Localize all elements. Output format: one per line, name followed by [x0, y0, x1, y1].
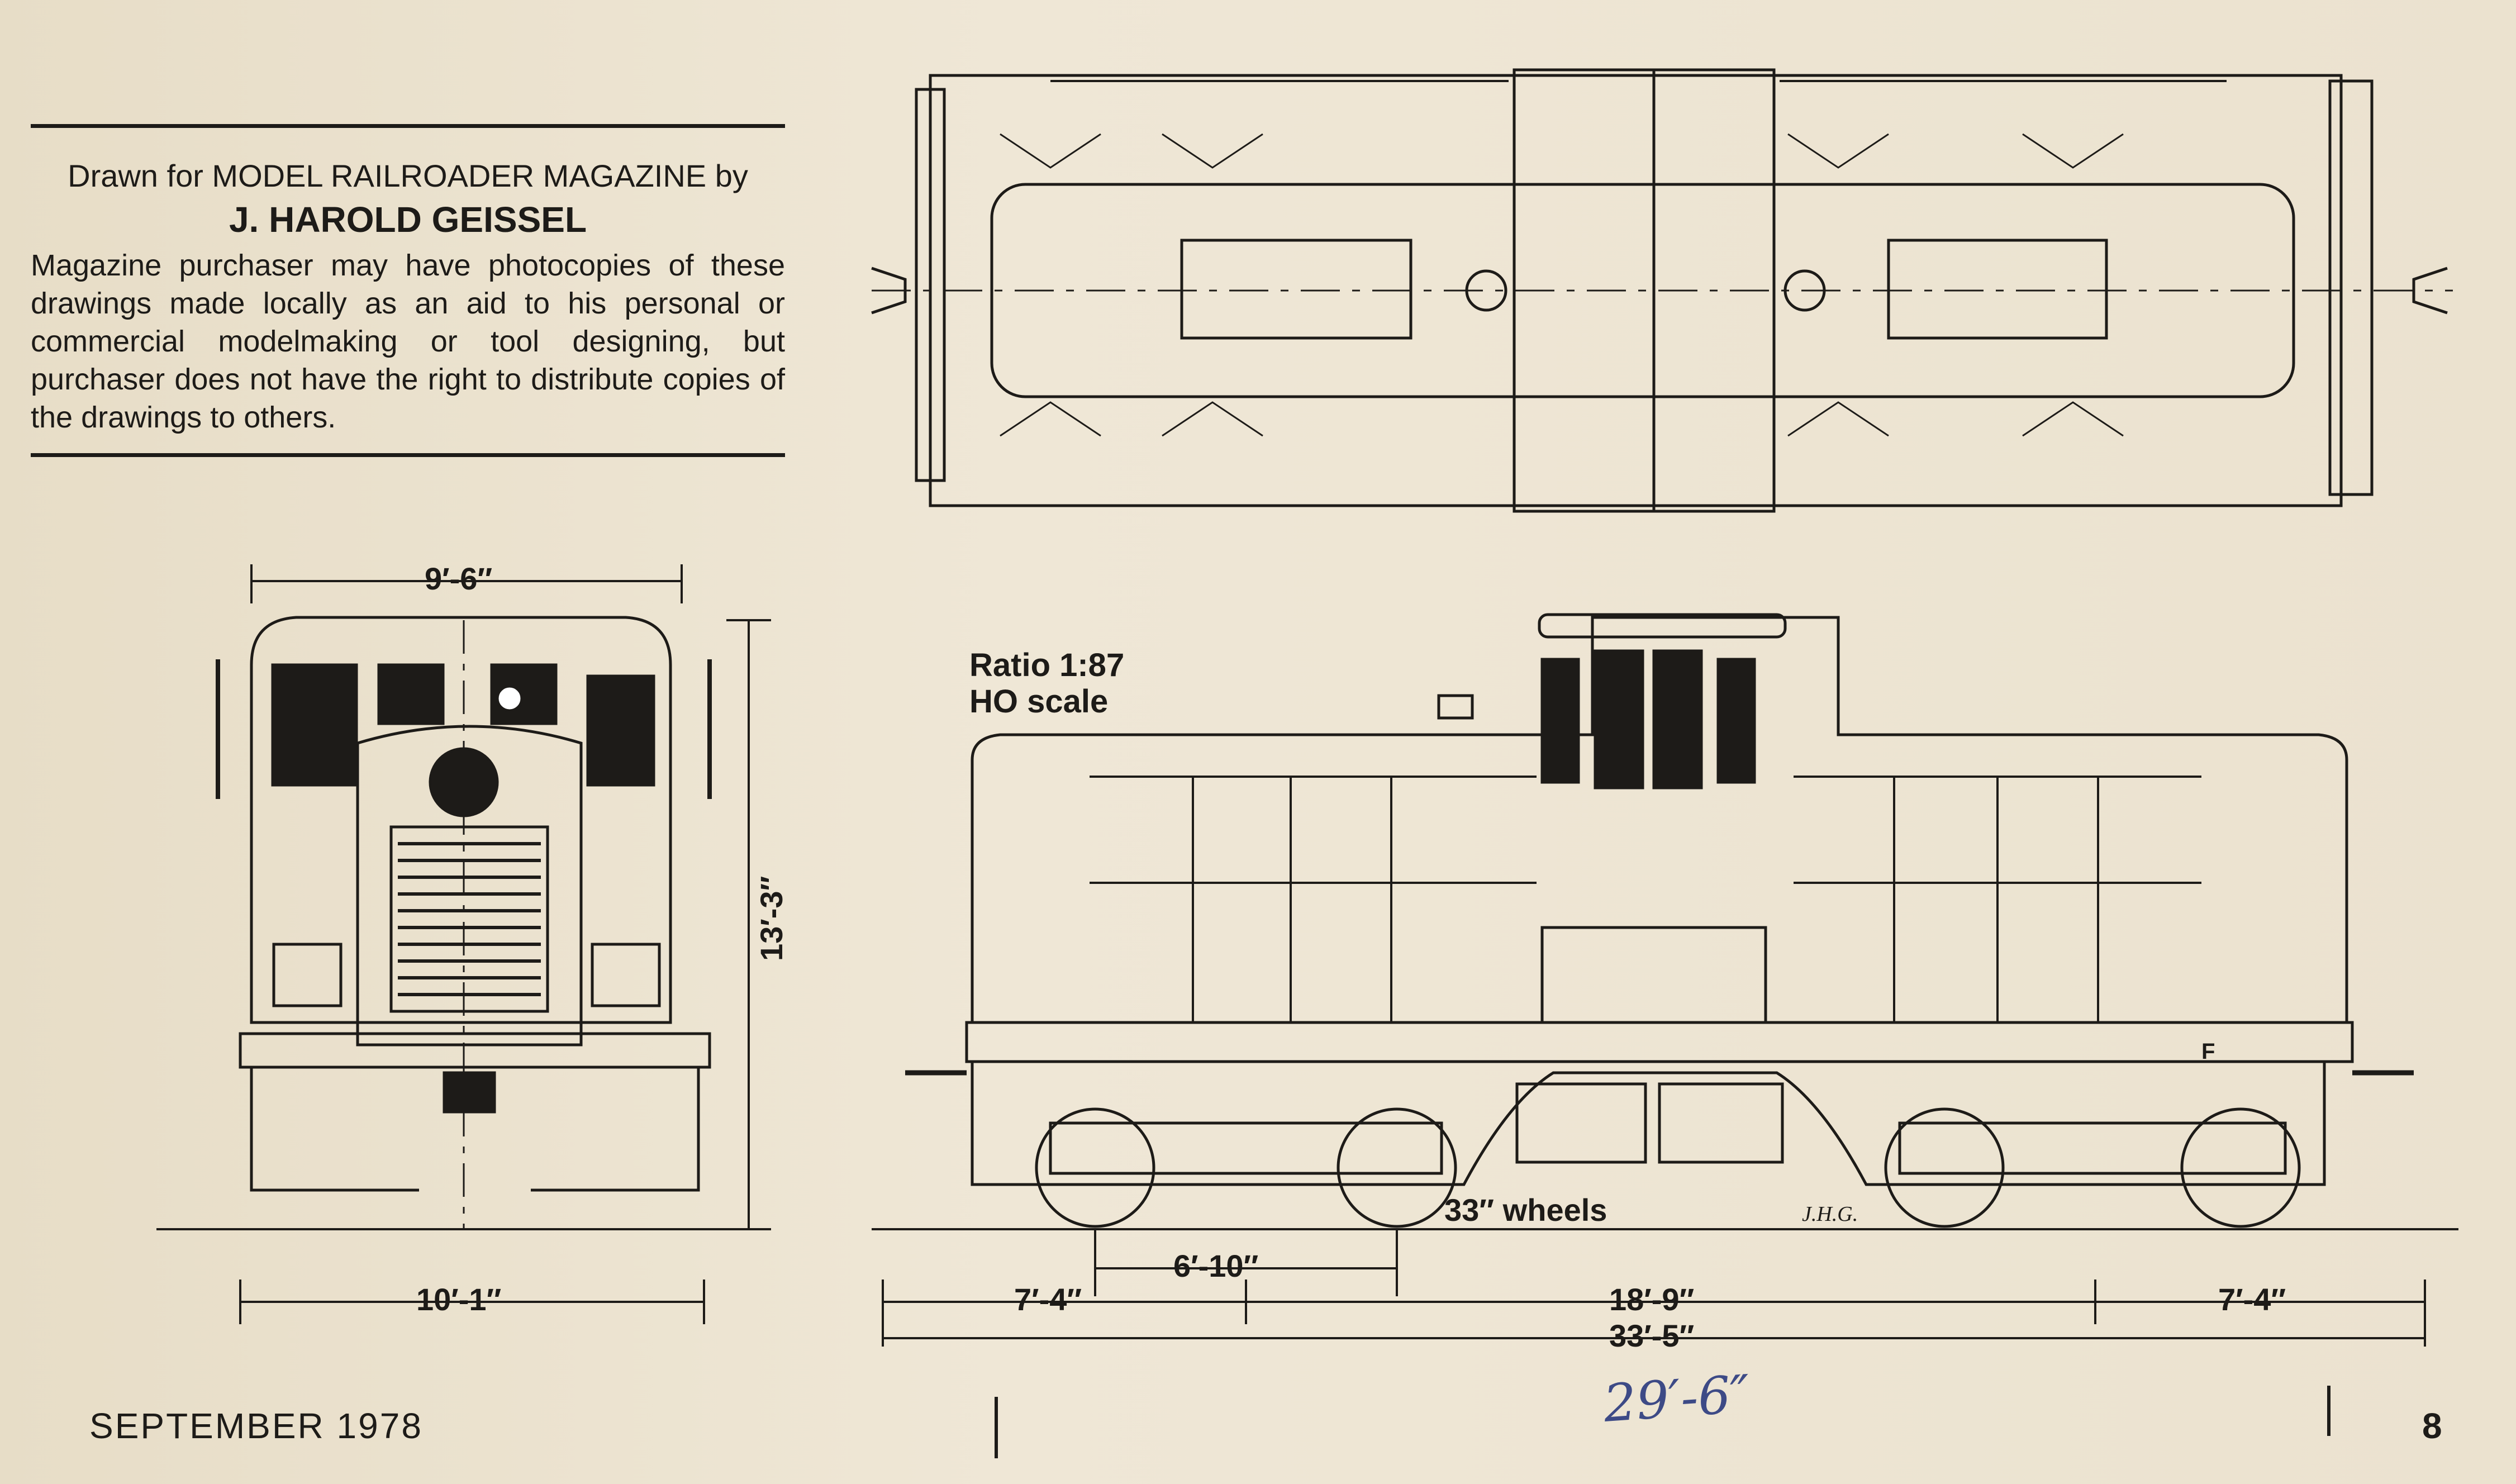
artist-initials: J.H.G.	[1802, 1202, 1858, 1226]
right-truck	[1884, 1107, 2301, 1228]
front-step-right	[591, 943, 661, 1007]
dim-front-width-top: 9′-6″	[425, 561, 492, 596]
front-window-right	[586, 674, 655, 787]
front-radiator-grille	[389, 825, 549, 1013]
pencil-annotation: 29′-6″	[1601, 1363, 1752, 1434]
issue-date: SEPTEMBER 1978	[89, 1406, 423, 1446]
plan-couplers	[871, 267, 2448, 315]
dim-9-6-line	[250, 564, 683, 603]
front-window-mid-right	[490, 663, 558, 725]
front-pilot-beam	[239, 1032, 711, 1192]
dim-end-left: 7′-4″	[1014, 1282, 1082, 1317]
battery-box-1	[1515, 1082, 1647, 1164]
dim-overall-length: 33′-5″	[1609, 1318, 1694, 1353]
plan-right-hatch	[1887, 239, 2108, 340]
drawing-credit-box: Drawn for MODEL RAILROADER MAGAZINE by J…	[31, 124, 785, 457]
dim-front-width-bottom: 10′-1″	[416, 1282, 501, 1317]
dim-height: 13′-3″	[754, 876, 789, 961]
drawn-for-line: Drawn for MODEL RAILROADER MAGAZINE by	[68, 158, 748, 193]
hood-door-divisions	[1192, 777, 2099, 1022]
plan-left-hatch	[1180, 239, 1412, 340]
page-number: 8	[2422, 1406, 2442, 1446]
battery-box-2	[1658, 1082, 1784, 1164]
dim-13-3-line	[726, 619, 771, 1230]
dim-10-1-line	[239, 1280, 705, 1324]
front-cab-outline	[250, 616, 672, 1024]
dim-right-end-line	[2095, 1280, 2426, 1347]
plan-cab-roof	[1513, 68, 1776, 513]
side-body-outline	[971, 616, 2348, 1024]
plan-left-pilot	[915, 88, 946, 482]
author-name: J. HAROLD GEISSEL	[229, 199, 587, 240]
dim-left-end-line	[882, 1280, 1246, 1347]
pencil-tick-left	[995, 1397, 998, 1458]
truck-marker-label: F	[2201, 1039, 2215, 1064]
front-hood-outline	[356, 725, 583, 1047]
side-frame-sill	[965, 1021, 2354, 1063]
air-horn-icon	[1437, 694, 1474, 720]
front-end-view	[156, 616, 771, 1230]
cab-window-1	[1540, 658, 1580, 784]
plan-long-hood	[990, 183, 2295, 398]
credit-bottom-rule	[31, 453, 785, 457]
dim-6-10-line	[1094, 1229, 1398, 1296]
plan-walkway-pattern	[1000, 133, 2124, 437]
plan-handrails	[1050, 80, 2227, 507]
scale-ratio-label: Ratio 1:87	[969, 647, 1124, 683]
dim-end-right: 7′-4″	[2218, 1282, 2286, 1317]
cab-window-3	[1652, 649, 1703, 789]
front-window-left	[271, 663, 358, 787]
pencil-tick-right	[2327, 1386, 2330, 1436]
front-grabirons	[216, 659, 712, 799]
cab-underside-doors	[1540, 926, 1767, 1024]
copyright-notice: Magazine purchaser may have photocopies …	[31, 249, 785, 434]
dim-truck-centers: 18′-9″	[1609, 1282, 1694, 1317]
cab-roof	[1538, 613, 1787, 639]
drawing-labels: Ratio 1:87 HO scale 33″ wheels J.H.G. F …	[416, 561, 2286, 1353]
cab-window-2	[1594, 649, 1644, 789]
plan-right-pilot	[2328, 79, 2374, 496]
cab-window-4	[1716, 658, 1756, 784]
dimension-lines	[239, 564, 2426, 1347]
front-window-mid-left	[377, 663, 445, 725]
side-underframe	[971, 1062, 2326, 1186]
dim-wheelbase: 6′-10″	[1173, 1248, 1258, 1283]
side-elevation-view	[872, 613, 2458, 1230]
credit-top-rule	[31, 124, 785, 128]
front-coupler	[443, 1071, 496, 1114]
wheel-note-label: 33″ wheels	[1444, 1192, 1607, 1228]
top-plan-view	[871, 68, 2453, 513]
front-step-left	[272, 943, 343, 1007]
left-truck	[1035, 1107, 1457, 1228]
headlight-icon	[496, 684, 524, 712]
scale-name-label: HO scale	[969, 683, 1108, 720]
